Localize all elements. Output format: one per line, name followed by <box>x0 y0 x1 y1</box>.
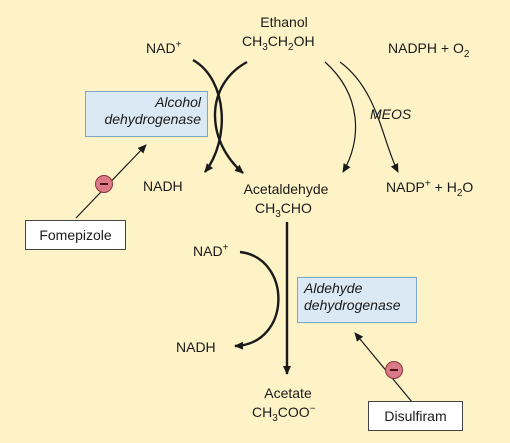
disulfiram-inhibition-line <box>354 332 413 403</box>
ethanol-formula: CH3CH2OH <box>242 33 315 53</box>
acetate-label: Acetate <box>264 385 312 401</box>
alcohol-dh-line1: Alcohol <box>155 94 201 110</box>
nadph-o2-label: NADPH + O2 <box>388 40 470 60</box>
alcohol-dh-line2: dehydrogenase <box>104 111 201 127</box>
acetate-formula: CH3COO− <box>252 403 316 424</box>
aldehyde-dh-line1: Aldehyde <box>304 280 363 296</box>
acetaldehyde-label: Acetaldehyde <box>243 181 329 197</box>
aldehyde-dh-line2: dehydrogenase <box>304 297 401 313</box>
adh-main-arrow <box>213 60 248 174</box>
nad-to-nadh-arrow-bottom <box>234 250 280 350</box>
fomepizole-box: Fomepizole <box>25 220 126 250</box>
fomepizole-inhibitor-icon <box>95 175 113 193</box>
aldehyde-dehydrogenase-box: Aldehyde dehydrogenase <box>297 277 417 323</box>
acetaldehyde-formula: CH3CHO <box>255 200 312 220</box>
ethanol-label: Ethanol <box>244 14 324 31</box>
meos-main-arrow <box>324 61 357 173</box>
disulfiram-box: Disulfiram <box>368 401 463 431</box>
meos-label: MEOS <box>370 106 412 122</box>
nadh-top-label: NADH <box>143 178 183 194</box>
disulfiram-inhibitor-icon <box>385 361 403 379</box>
nad-bottom-label: NAD+ <box>193 242 229 259</box>
ethanol-name: Ethanol <box>260 14 308 30</box>
nad-top-label: NAD+ <box>146 39 182 56</box>
alcohol-dehydrogenase-box: Alcohol dehydrogenase <box>85 91 208 137</box>
nadh-bottom-label: NADH <box>176 339 216 355</box>
nadp-h2o-label: NADP+ + H2O <box>386 178 474 199</box>
nad-to-nadh-arrow-top <box>192 58 223 173</box>
nadph-to-nadp-arrow <box>339 61 399 173</box>
